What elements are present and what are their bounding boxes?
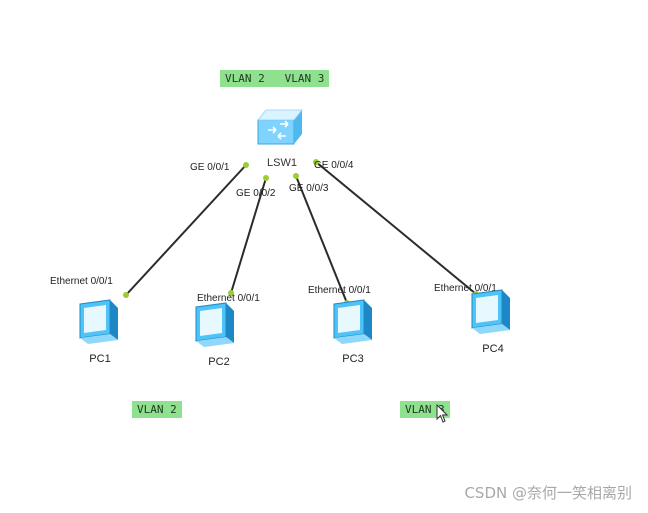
pc-icon	[79, 299, 118, 344]
pc-icon	[471, 289, 510, 334]
pc-icon-part	[80, 334, 118, 344]
link-line-2	[230, 177, 267, 294]
pc-icon	[195, 302, 234, 347]
port-dots-layer	[123, 159, 479, 306]
switch-port-dot-1	[243, 162, 249, 168]
switch-port-dot-2	[263, 175, 269, 181]
pc-port-label-1: Ethernet 0/0/1	[50, 276, 113, 287]
link-line-4	[315, 161, 477, 295]
switch-node[interactable]: LSW1	[257, 109, 303, 169]
pc-port-dot-2	[228, 290, 234, 296]
switch-port-dot-4	[313, 159, 319, 165]
link-line-1	[125, 164, 247, 296]
switch-label: LSW1	[267, 157, 297, 169]
pc-icon-part	[110, 300, 118, 340]
pc-label-1: PC1	[89, 353, 110, 365]
switch-port-dot-3	[293, 173, 299, 179]
pc-node-4[interactable]: PC4	[471, 289, 510, 355]
pc-node-2[interactable]: PC2	[195, 302, 234, 368]
switch-port-label-3: GE 0/0/3	[289, 183, 329, 194]
switch-icon	[257, 109, 303, 145]
vlan-tag-top: VLAN 2 VLAN 3	[220, 70, 330, 87]
pc-label-2: PC2	[208, 356, 229, 368]
pc-icon-part	[364, 300, 372, 340]
switch-port-label-2: GE 0/0/2	[236, 188, 276, 199]
pc-icon-part	[502, 290, 510, 330]
pcs-layer: PC1 PC2 PC3 PC4	[79, 289, 510, 368]
pc-icon-part	[472, 324, 510, 334]
pc-icon-part	[200, 308, 222, 336]
pc-port-dot-1	[123, 292, 129, 298]
pc-icon-part	[84, 305, 106, 333]
links-layer	[125, 161, 477, 304]
pc-port-label-3: Ethernet 0/0/1	[308, 285, 371, 296]
pc-icon-part	[338, 305, 360, 333]
pc-label-4: PC4	[482, 343, 503, 355]
pc-node-1[interactable]: PC1	[79, 299, 118, 365]
pc-port-label-4: Ethernet 0/0/1	[434, 283, 497, 294]
pc-icon-part	[226, 303, 234, 343]
pc-icon	[333, 299, 372, 344]
mouse-cursor-icon	[436, 404, 448, 423]
pc-icon-part	[334, 334, 372, 344]
pc-icon-part	[196, 337, 234, 347]
link-line-3	[295, 175, 348, 304]
pc-port-label-2: Ethernet 0/0/1	[197, 293, 260, 304]
watermark: CSDN @奈何一笑相离别	[464, 484, 632, 502]
vlan-tag-pc1: VLAN 2	[132, 401, 182, 418]
pc-node-3[interactable]: PC3	[333, 299, 372, 365]
switch-port-label-1: GE 0/0/1	[190, 162, 230, 173]
pc-label-3: PC3	[342, 353, 363, 365]
switch-port-label-4: GE 0/0/4	[314, 160, 354, 171]
pc-icon-part	[476, 295, 498, 323]
